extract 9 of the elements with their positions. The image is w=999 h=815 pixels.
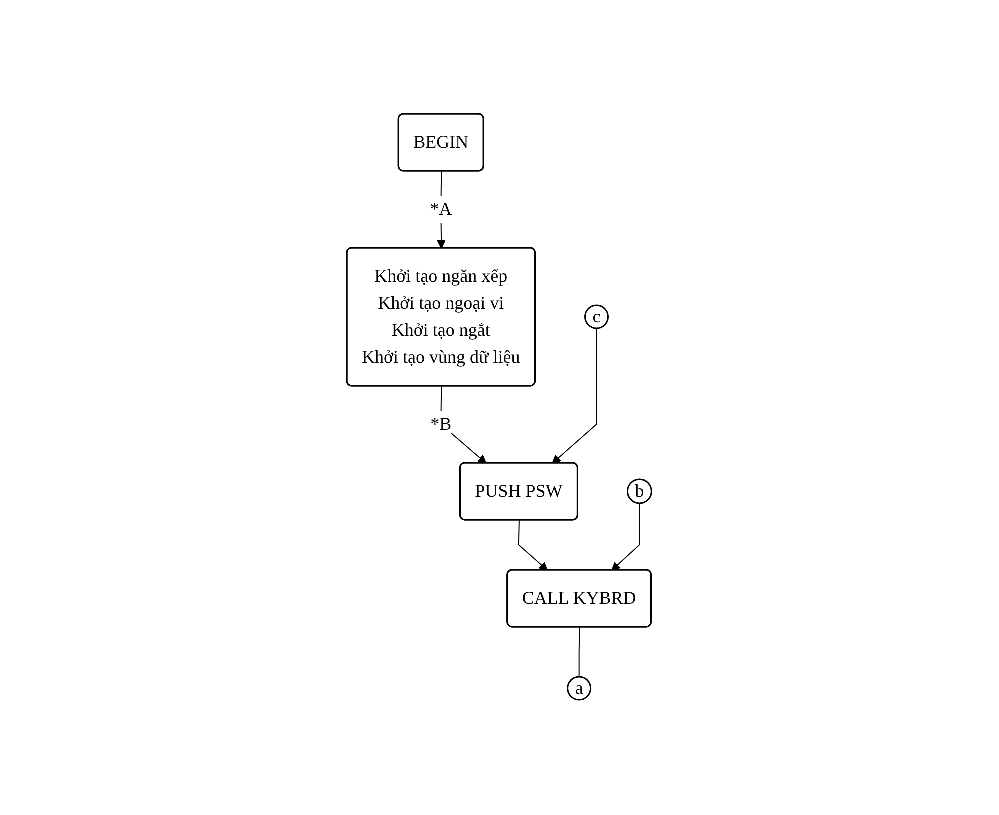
node-circle: a <box>567 676 592 700</box>
arrow <box>518 520 548 570</box>
node-circle: b <box>627 478 653 504</box>
node-circle: c <box>584 304 610 329</box>
arrow <box>552 328 598 464</box>
edge-label: *B <box>430 414 452 434</box>
connector <box>578 626 580 677</box>
arrow <box>612 502 640 570</box>
edge-label: *A <box>430 198 452 219</box>
